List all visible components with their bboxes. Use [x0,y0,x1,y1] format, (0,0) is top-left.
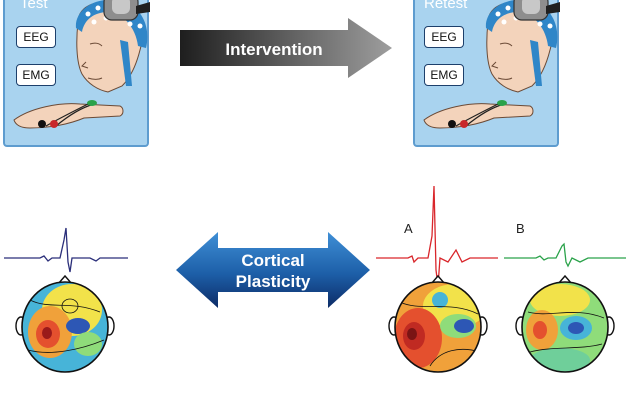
intervention-label: Intervention [225,40,322,59]
trace-b-label: B [516,221,525,236]
stimulator-coil-icon [513,0,560,21]
test-emg-tag: EMG [16,64,56,86]
plasticity-label-line1: Cortical [241,251,304,270]
scalp-map-icon [515,274,615,373]
retest-emg-tag: EMG [424,64,464,86]
stimulator-coil-icon [103,0,150,21]
trace-a [376,185,498,287]
scalp-map-icon [388,274,488,373]
test-eeg-tag: EEG [16,26,56,48]
baseline-trace [4,227,128,273]
test-panel-title: Test [20,0,48,12]
scalp-map-icon [15,274,115,373]
intervention-arrow [180,18,392,78]
retest-panel [413,0,560,147]
retest-eeg-tag: EEG [424,26,464,48]
cortical-plasticity-arrow [176,232,370,308]
hand-electrode-icon [13,100,124,129]
plasticity-label-line2: Plasticity [236,272,311,291]
retest-panel-title: Retest [424,0,468,12]
trace-a-label: A [404,221,413,236]
trace-b [504,242,626,268]
hand-electrode-icon [423,100,534,129]
